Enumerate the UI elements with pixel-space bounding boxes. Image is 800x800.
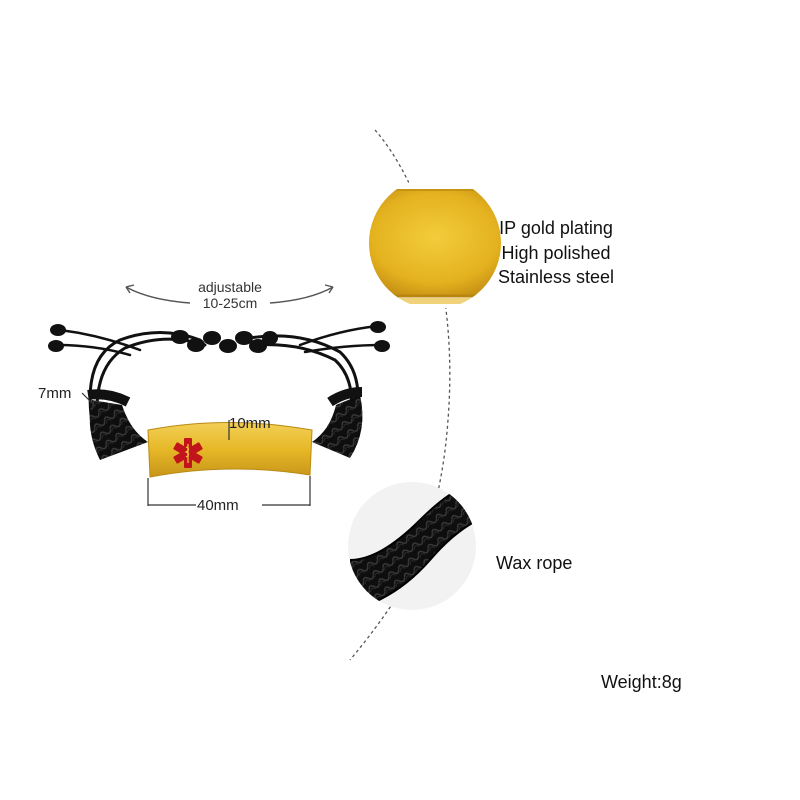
- weight-label: Weight:8g: [601, 672, 682, 692]
- material-line: IP gold plating: [499, 218, 613, 238]
- dimension-lines: [81, 392, 311, 506]
- rope-knots: [48, 321, 390, 353]
- gold-plate-closeup: [369, 177, 501, 309]
- wax-rope-label: Wax rope: [496, 553, 573, 573]
- adjustable-arrow: [125, 284, 334, 304]
- adjustable-label: adjustable: [198, 279, 262, 295]
- material-line: Stainless steel: [498, 267, 615, 287]
- plate-height-label: 10mm: [229, 415, 271, 432]
- material-line: High polished: [501, 242, 611, 263]
- rope-width-label: 7mm: [38, 385, 72, 402]
- plate-length-label: 40mm: [197, 497, 239, 514]
- medical-star-of-life-icon: [173, 438, 203, 468]
- material-description: IP gold plating High polished Stainless …: [498, 216, 614, 290]
- braided-rope-sections: [87, 387, 363, 460]
- adjustable-range-label: 10-25cm: [202, 295, 258, 311]
